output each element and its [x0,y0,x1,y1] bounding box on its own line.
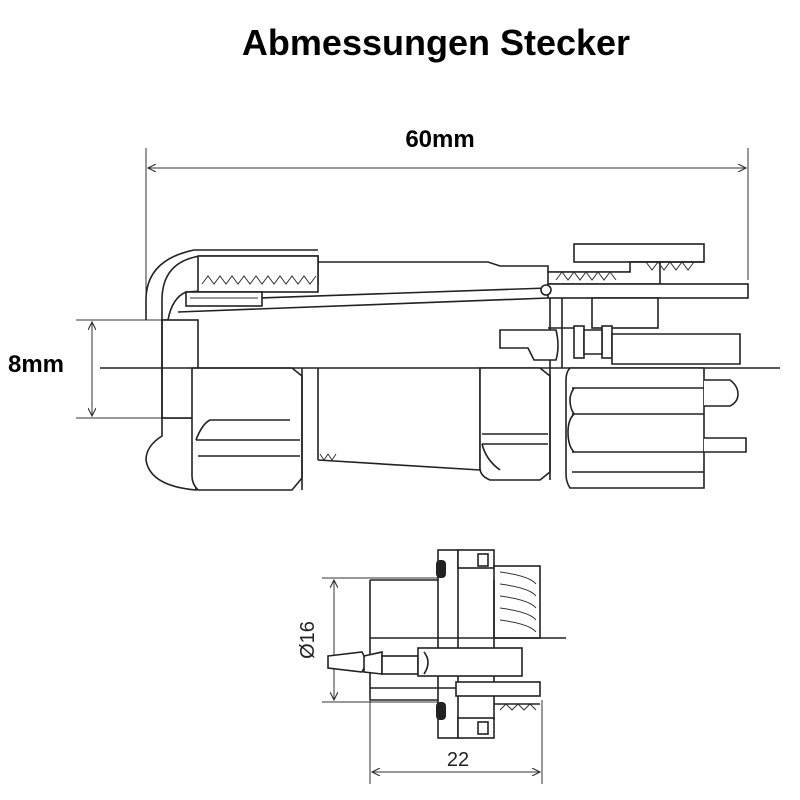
dimension-height-label: 8mm [8,351,64,378]
page-title: Abmessungen Stecker [241,22,631,63]
dimension-diameter-label: Ø16 [297,621,319,659]
connector-side-view [100,243,780,491]
connector-section-view: Ø16 22 [297,549,566,784]
dimension-depth-label: 22 [447,749,469,771]
dimension-length-label: 60mm [405,126,474,153]
dimension-height: 8mm [8,319,162,419]
dimension-length: 60mm [145,126,749,320]
